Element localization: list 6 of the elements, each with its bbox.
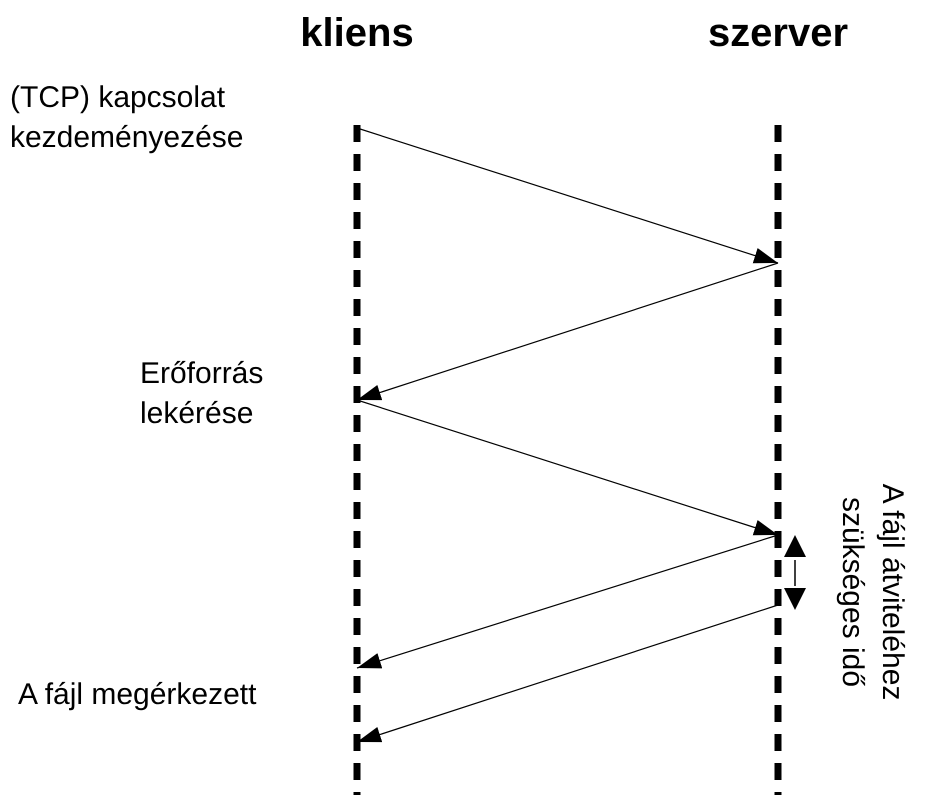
annotation-text: Erőforrás lekérése [140,356,264,432]
lifeline-heading: szerver [706,10,850,57]
lifeline-heading: kliens [299,10,415,57]
duration-label: A fájl átviteléhez szükséges idő [835,482,910,702]
annotation-text: (TCP) kapcsolat kezdeményezése [10,80,244,156]
annotation-text: A fájl megérkezett [18,677,258,713]
